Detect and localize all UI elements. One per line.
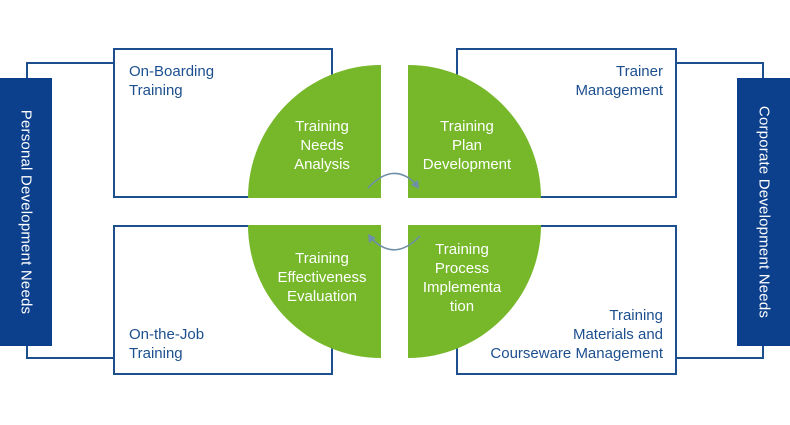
on-the-job-training-label: On-the-Job Training <box>129 326 205 362</box>
quadrant-effectiveness-evaluation <box>248 225 381 358</box>
cycle-arrow-bottom <box>371 235 421 251</box>
quadrant-needs-analysis <box>248 65 381 198</box>
plan-development-label: Training Plan Development <box>422 118 512 173</box>
cycle-arrow-top <box>367 172 417 189</box>
personal-development-bar: Personal Development Needs <box>0 78 52 346</box>
cycle-arrow-top-head <box>411 180 419 189</box>
quadrant-plan-development <box>408 65 541 198</box>
onboarding-training-label: On-Boarding Training <box>129 63 215 99</box>
trainer-management-label: Trainer Management <box>575 63 663 99</box>
needs-analysis-label: Training Needs Analysis <box>294 118 350 173</box>
effectiveness-evaluation-label: Training Effectiveness Evaluation <box>277 250 367 305</box>
corporate-development-bar: Corporate Development Needs <box>737 78 790 346</box>
process-implementation-label: Training Process Implementa tion <box>422 241 502 315</box>
training-materials-label: Training Materials and Courseware Manage… <box>490 307 663 362</box>
cycle-arrow-bottom-head <box>368 234 376 243</box>
quadrant-process-implementation <box>408 225 541 358</box>
onboarding-training-box: On-Boarding Training <box>113 48 333 198</box>
